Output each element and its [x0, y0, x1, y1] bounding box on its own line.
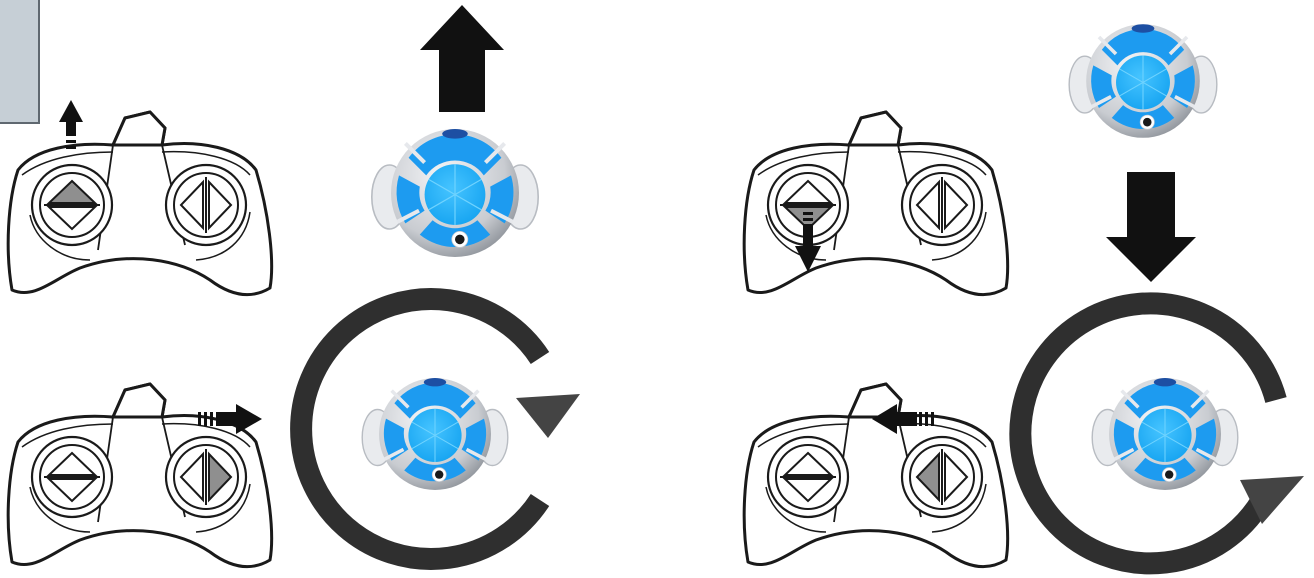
- backward-arrow-icon: [1106, 172, 1196, 282]
- forward-arrow-icon: [420, 5, 504, 112]
- panel-backward: [744, 24, 1217, 295]
- robot-ball: [362, 378, 508, 490]
- panel-turn-right: [8, 299, 580, 567]
- robot-ball: [1092, 378, 1238, 490]
- panel-forward: [8, 5, 538, 295]
- press-up-arrow-icon: [59, 100, 83, 149]
- robot-ball: [372, 129, 538, 257]
- robot-ball: [1069, 24, 1217, 138]
- panel-turn-left: [744, 303, 1304, 566]
- clockwise-arrowhead-icon: [516, 394, 580, 438]
